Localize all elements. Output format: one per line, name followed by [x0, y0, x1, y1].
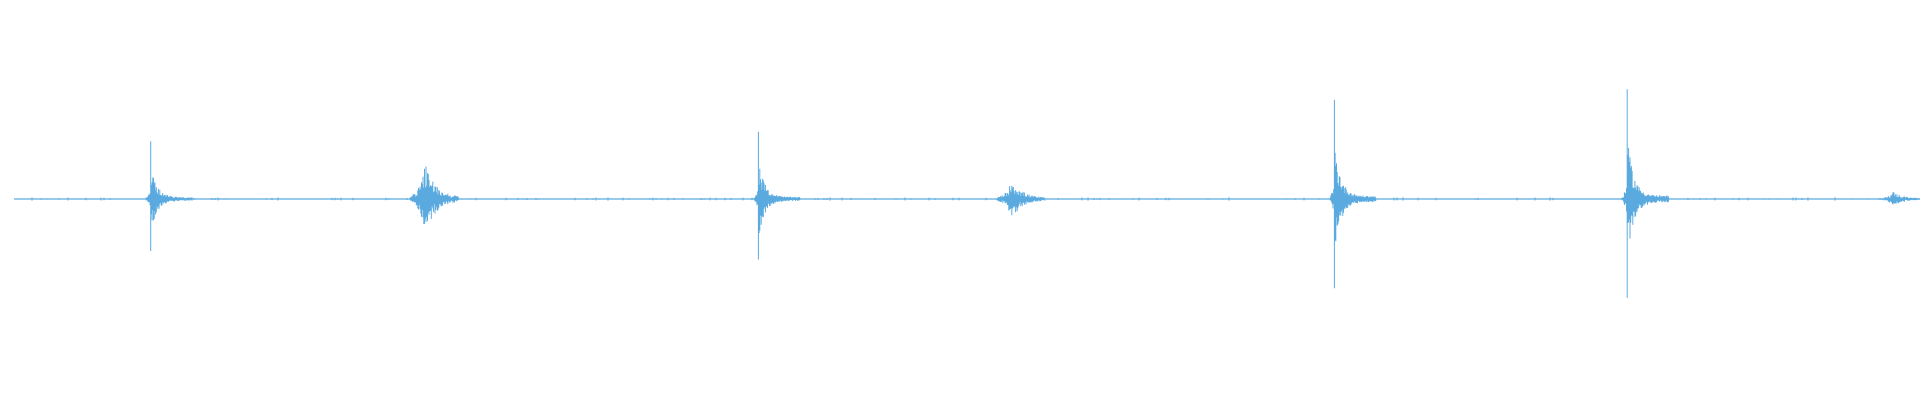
- waveform-transient: [409, 166, 459, 224]
- waveform-transient-path: [146, 141, 193, 251]
- waveform-transient-path: [753, 131, 801, 260]
- waveform-transient: [1622, 89, 1669, 298]
- waveform-transient-path: [1622, 89, 1669, 298]
- waveform-transient: [996, 185, 1046, 216]
- waveform-transient: [753, 131, 801, 260]
- waveform-transient: [146, 141, 193, 251]
- waveform-transient-path: [996, 185, 1046, 216]
- waveform-transient-path: [1329, 99, 1377, 289]
- waveform-transient-path: [409, 166, 459, 224]
- waveform-transient-path: [1877, 192, 1920, 205]
- waveform-transient: [1329, 99, 1377, 289]
- waveform-transient: [1877, 192, 1920, 205]
